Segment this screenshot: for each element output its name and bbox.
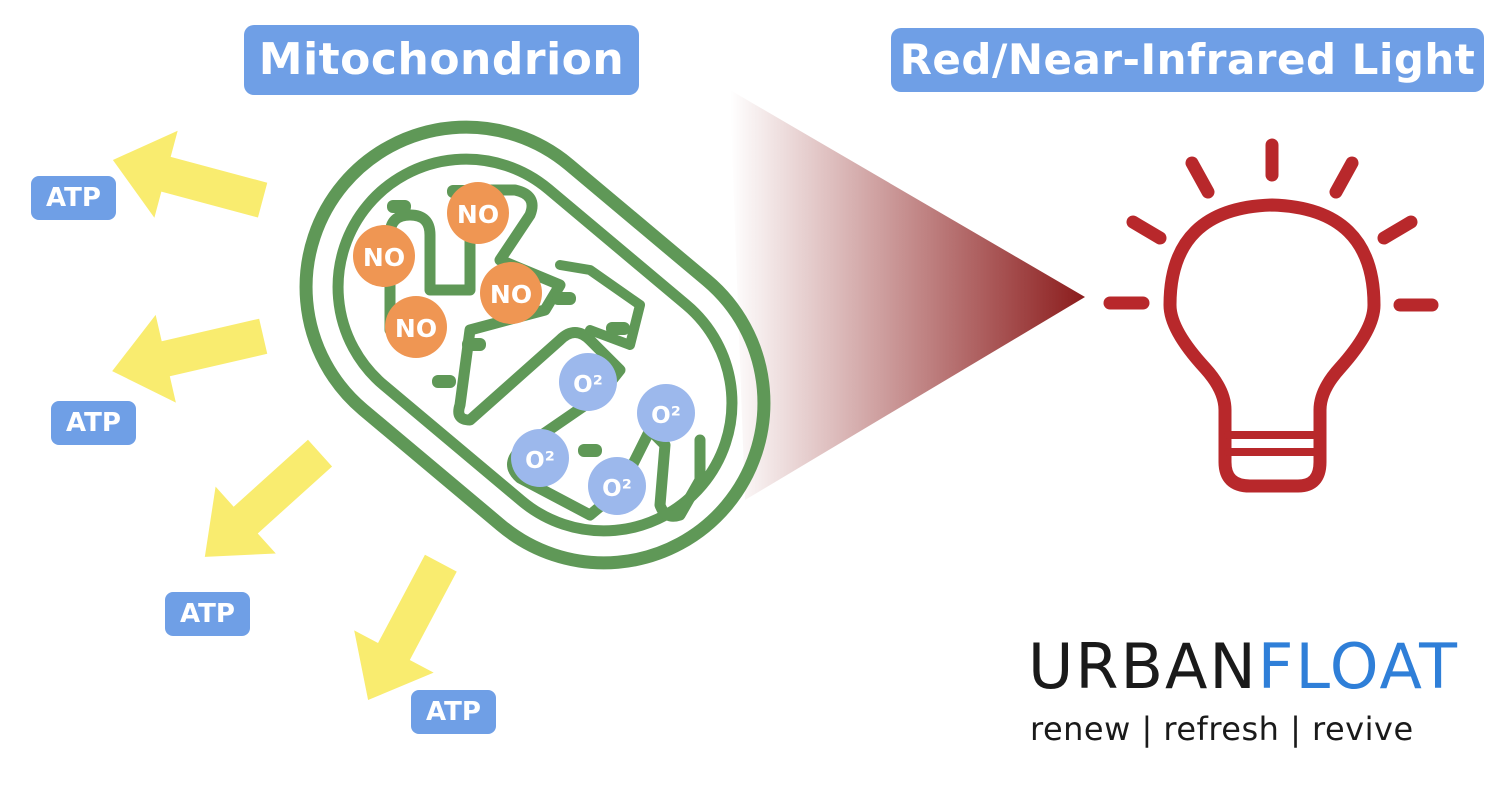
no-label: NO	[363, 243, 405, 272]
o2-label: O²	[573, 372, 603, 398]
arrow-icon	[354, 554, 457, 701]
o2-label: O²	[525, 448, 555, 474]
o2-molecule: O²	[511, 429, 569, 487]
atp-label: ATP	[165, 592, 250, 636]
bulb-icon	[1103, 138, 1439, 493]
o2-label: O²	[602, 476, 632, 502]
brand-name-part1: URBAN	[1028, 630, 1258, 703]
brand-tagline: renew | refresh | revive	[1030, 710, 1414, 748]
brand-name-part2: FLOAT	[1257, 630, 1459, 703]
no-label: NO	[395, 314, 437, 343]
arrow-icon	[112, 130, 268, 218]
no-molecule: NO	[385, 296, 447, 358]
atp-label: ATP	[411, 690, 496, 734]
nitric-oxide-molecules: NO NO NO NO	[353, 182, 542, 358]
brand-logo: URBANFLOAT	[1028, 636, 1459, 698]
atp-arrows	[112, 130, 457, 701]
atp-label: ATP	[51, 401, 136, 445]
light-title: Red/Near-Infrared Light	[891, 28, 1484, 92]
mitochondrion-title: Mitochondrion	[244, 25, 639, 95]
no-molecule: NO	[447, 182, 509, 244]
arrow-icon	[204, 439, 333, 557]
o2-label: O²	[651, 403, 681, 429]
oxygen-molecules: O² O² O² O²	[511, 353, 695, 515]
no-label: NO	[490, 280, 532, 309]
o2-molecule: O²	[637, 384, 695, 442]
o2-molecule: O²	[559, 353, 617, 411]
o2-molecule: O²	[588, 457, 646, 515]
atp-label: ATP	[31, 176, 116, 220]
no-label: NO	[457, 200, 499, 229]
light-beam	[730, 90, 1085, 500]
arrow-icon	[112, 314, 268, 403]
no-molecule: NO	[480, 262, 542, 324]
no-molecule: NO	[353, 225, 415, 287]
